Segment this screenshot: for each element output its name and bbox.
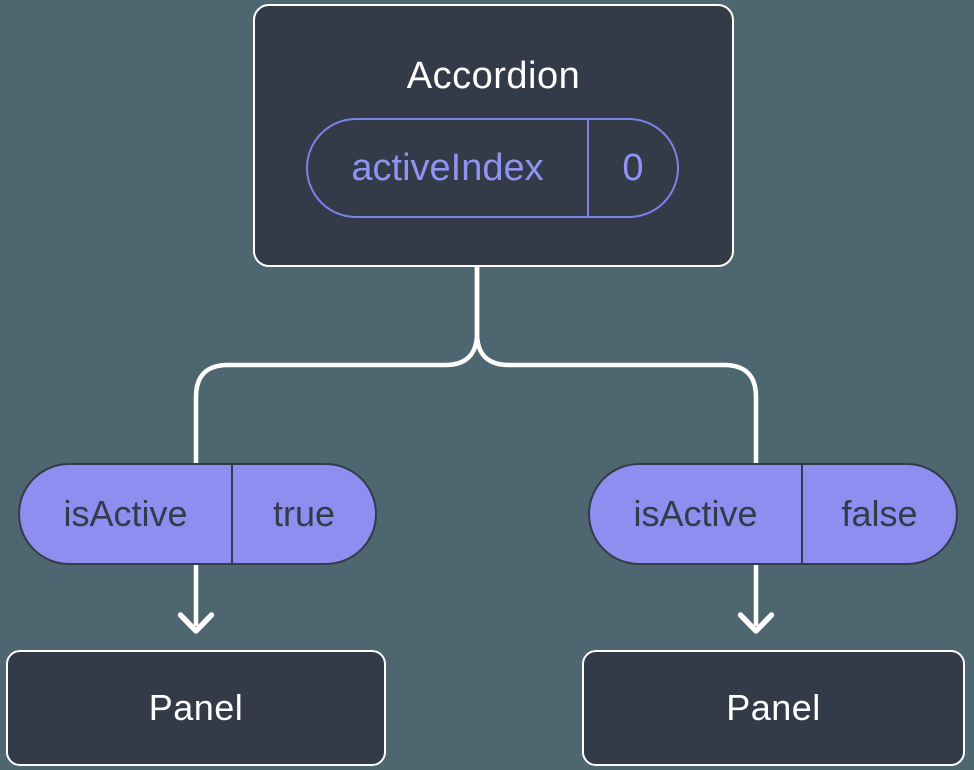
arrow-down-icon	[737, 612, 775, 634]
prop-value: false	[801, 465, 956, 563]
connector-root-to-right-pill	[474, 265, 759, 470]
panel-node-title: Panel	[726, 687, 821, 728]
arrow-down-icon	[177, 612, 215, 634]
accordion-node: Accordion activeIndex 0	[253, 4, 734, 267]
accordion-node-title: Accordion	[406, 55, 581, 97]
state-name: activeIndex	[351, 146, 544, 189]
state-value: 0	[587, 120, 677, 216]
panel-node-right: Panel	[582, 650, 965, 766]
prop-value: true	[231, 465, 375, 563]
prop-name: isActive	[63, 493, 188, 534]
panel-node-title: Panel	[148, 687, 244, 728]
state-pill-activeindex: activeIndex 0	[306, 118, 679, 218]
prop-pill-isactive-right: isActive false	[588, 463, 958, 565]
panel-node-left: Panel	[6, 650, 386, 766]
prop-pill-isactive-left: isActive true	[18, 463, 377, 565]
prop-name: isActive	[633, 493, 758, 534]
connector-root-to-left-pill	[193, 265, 480, 470]
